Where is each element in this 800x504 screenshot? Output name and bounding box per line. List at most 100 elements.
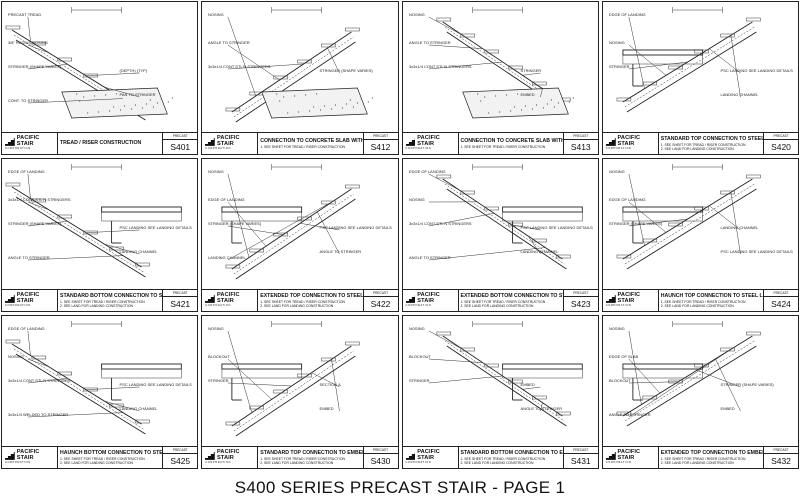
company-name: PACIFIC STAIR bbox=[617, 449, 641, 462]
sheet-note: 2. SEE LAND FOR LANDING CONSTRUCTION bbox=[60, 460, 133, 465]
landing-plate bbox=[221, 206, 303, 213]
landing-plate bbox=[101, 363, 182, 370]
sheet-note: 1. SEE SHEET FOR TREAD / RISER CONSTRUCT… bbox=[660, 456, 746, 461]
sheet-note: 2. SEE LAND FOR LANDING CONSTRUCTION bbox=[460, 303, 534, 308]
callout-label: LANDING CHANNEL bbox=[520, 249, 559, 254]
callout-label: 3x3x1/4 WELDED TO STRINGER bbox=[8, 412, 68, 417]
company-subtitle: CORPORATION bbox=[205, 303, 231, 307]
sheet-title-area: CONNECTION TO CONCRETE SLAB WITH EMBED1.… bbox=[459, 133, 564, 154]
callout-label: BLOCKOUT bbox=[408, 354, 430, 359]
sheet-number: S422 bbox=[370, 299, 391, 309]
company-brand: PACIFIC STAIR bbox=[405, 450, 458, 461]
callout-label: PAN TO STRINGER bbox=[120, 92, 156, 97]
stair-logo-icon bbox=[405, 138, 416, 146]
company-brand: PACIFIC STAIR bbox=[205, 136, 257, 147]
company-subtitle: CORPORATION bbox=[605, 460, 632, 464]
company-brand: PACIFIC STAIR bbox=[405, 293, 458, 304]
callout-label: EDGE OF LANDING bbox=[8, 169, 45, 174]
stringer-line bbox=[231, 188, 352, 270]
callout-label: ANGLE TO STRINGER bbox=[520, 406, 562, 411]
stringer-line bbox=[231, 31, 352, 113]
landing-plate bbox=[501, 206, 583, 213]
callout-label: EDGE OF LANDING bbox=[408, 169, 445, 174]
company-name: PACIFIC STAIR bbox=[417, 135, 440, 148]
callout-label: NOSING bbox=[208, 12, 224, 17]
callout-label: EDGE OF LANDING bbox=[609, 12, 646, 17]
company-brand: PACIFIC STAIR bbox=[5, 136, 57, 147]
company-brand: PACIFIC STAIR bbox=[205, 293, 257, 304]
company-brand: PACIFIC STAIR bbox=[405, 135, 458, 148]
sheet-title-area: EXTENDED TOP CONNECTION TO STEEL LANDING… bbox=[258, 290, 364, 311]
sheet-note: 2. SEE LAND FOR LANDING CONSTRUCTION bbox=[460, 460, 534, 465]
sheet-note: 1. SEE SHEET FOR TREAD / RISER CONSTRUCT… bbox=[460, 299, 546, 304]
company-name: PACIFIC STAIR bbox=[217, 135, 240, 148]
callout-label: BLOCKOUT bbox=[208, 354, 230, 359]
callout-label: STRINGER (SHAPE VARIES) bbox=[320, 68, 374, 73]
callout-label: STRINGER bbox=[520, 68, 541, 73]
sheet-title: EXTENDED TOP CONNECTION TO STEEL LANDING bbox=[260, 293, 364, 300]
landing-plate bbox=[101, 206, 182, 213]
callout-label: ANGLE TO STRINGER bbox=[8, 255, 50, 260]
sheet-note: 2. SEE LAND FOR LANDING CONSTRUCTION bbox=[260, 303, 334, 308]
sheet-number: S431 bbox=[570, 456, 591, 466]
callout-label: EDGE OF SLAB bbox=[609, 354, 639, 359]
sheet-number: S424 bbox=[771, 299, 791, 309]
sheet-category: PRECAST bbox=[363, 133, 398, 140]
sheet-number: S420 bbox=[771, 142, 791, 152]
callout-label: ANGLE TO STRINGER bbox=[320, 249, 362, 254]
sheet-title: EXTENDED TOP CONNECTION TO EMBED bbox=[660, 450, 764, 457]
sheet-title-area: STANDARD BOTTOM CONNECTION TO STEEL LAND… bbox=[58, 290, 164, 311]
sheet-title-area: TREAD / RISER CONSTRUCTION bbox=[58, 133, 164, 154]
sheet-note: 1. SEE SHEET FOR TREAD / RISER CONSTRUCT… bbox=[660, 299, 746, 304]
sheet-note: 2. SEE LAND FOR LANDING CONSTRUCTION bbox=[60, 303, 133, 308]
callout-label: 3x3x1/4 CONT STL'N STRINGERS bbox=[208, 64, 271, 69]
callout-label: EDGE OF LANDING bbox=[8, 326, 45, 331]
sheet-number: S430 bbox=[370, 456, 391, 466]
callout-label: CONT. TO STRINGER bbox=[8, 98, 48, 103]
sheet-title: STANDARD TOP CONNECTION TO STEEL LANDING bbox=[660, 136, 764, 143]
sheet-note: 1. SEE SHEET FOR TREAD / RISER CONSTRUCT… bbox=[60, 456, 145, 461]
company-subtitle: CORPORATION bbox=[5, 146, 31, 150]
landing-plate bbox=[622, 49, 703, 56]
callout-label: STRINGER (SHAPE VARIES) bbox=[720, 382, 774, 387]
callout-label: NOSING bbox=[609, 169, 625, 174]
sheet-category: PRECAST bbox=[764, 133, 798, 140]
stair-logo-icon bbox=[405, 452, 416, 460]
sheet-note: 1. SEE SHEET FOR TREAD / RISER CONSTRUCT… bbox=[260, 299, 345, 304]
company-subtitle: CORPORATION bbox=[205, 460, 231, 464]
sheet-number: S425 bbox=[170, 456, 191, 466]
callout-label: NOSING bbox=[208, 169, 224, 174]
callout-label: 3/8" RADIUS NOSING bbox=[8, 40, 48, 45]
sheet-note: 1. SEE SHEET FOR TREAD / RISER CONSTRUCT… bbox=[60, 299, 145, 304]
sheet-title: CONNECTION TO CONCRETE SLAB WITH EMBED bbox=[460, 138, 564, 145]
